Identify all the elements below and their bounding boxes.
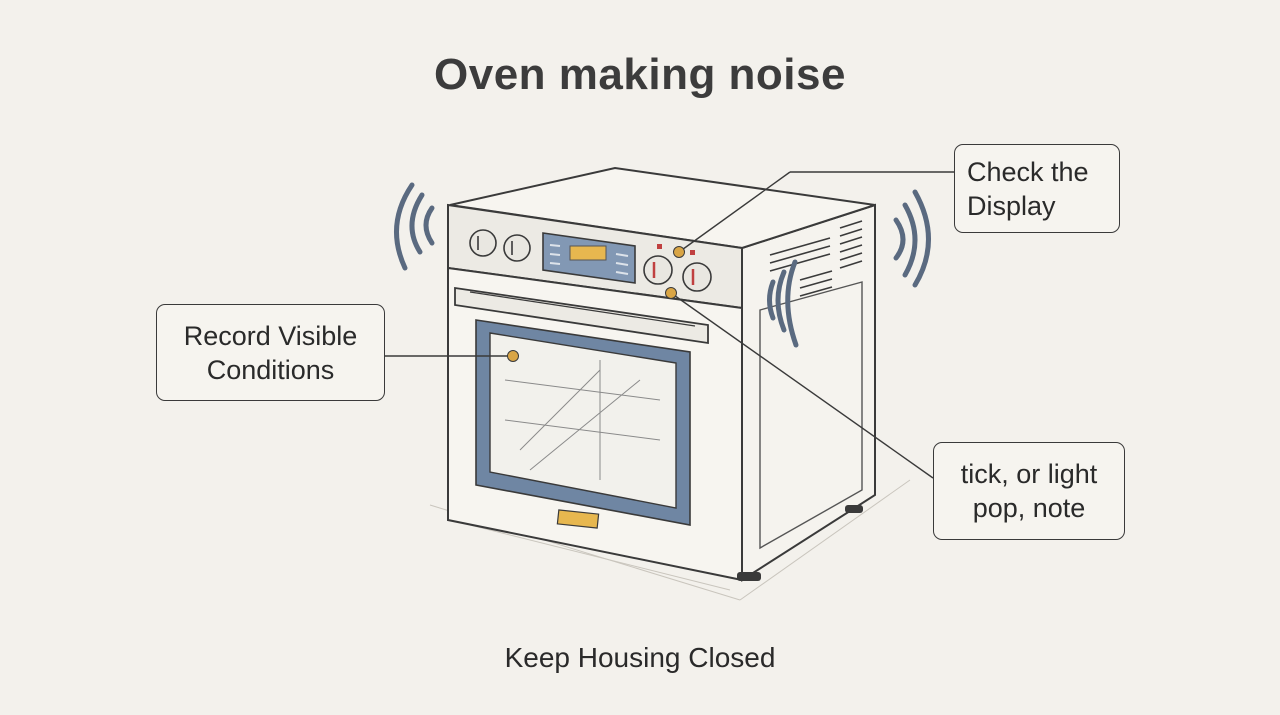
left-knobs — [469, 229, 531, 262]
leader-lines — [385, 171, 954, 479]
right-knobs — [643, 244, 712, 292]
callout-label: tick, or light pop, note — [960, 459, 1098, 523]
oven-side-panel — [741, 203, 876, 582]
callout-label: Check the Display — [967, 156, 1089, 221]
callout-markers — [507, 246, 685, 362]
oven-handle — [454, 286, 709, 345]
callout-label: Record Visible Conditions — [183, 320, 358, 385]
oven-window — [475, 319, 691, 526]
sound-waves — [394, 182, 931, 348]
side-vents — [769, 220, 863, 297]
page-title: Oven making noise — [434, 50, 846, 99]
footer-caption: Keep Housing Closed — [504, 642, 776, 673]
oven-feet — [737, 505, 863, 581]
oven-badge — [556, 509, 600, 529]
callout-check-the-display: Check the Display — [954, 144, 1120, 233]
oven-display — [542, 232, 636, 284]
callout-tick-or-light-pop: tick, or light pop, note — [933, 442, 1125, 540]
callout-record-visible-conditions: Record Visible Conditions — [156, 304, 385, 401]
